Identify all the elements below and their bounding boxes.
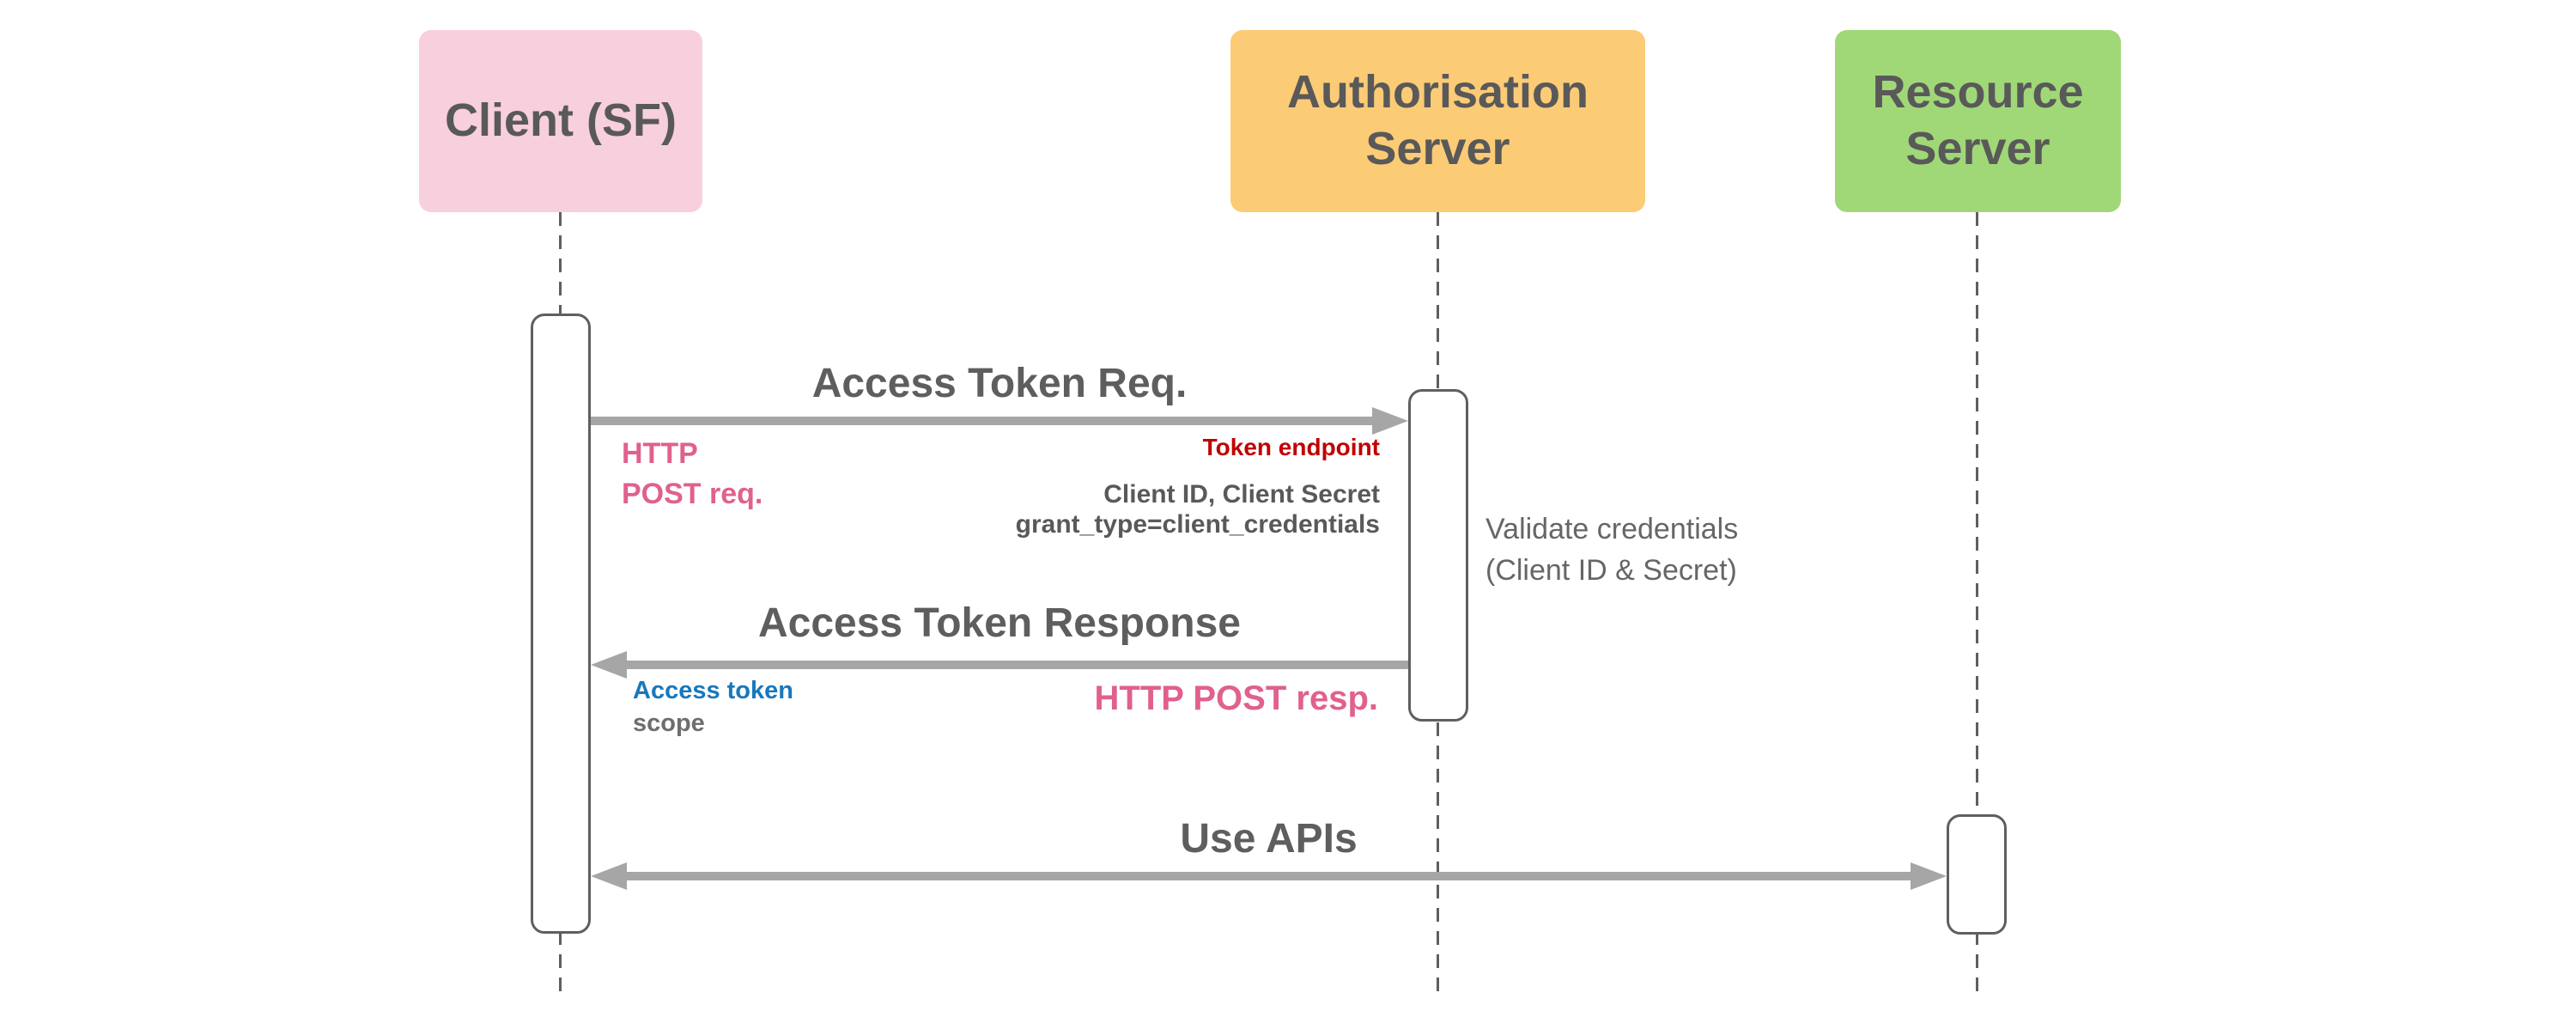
note-http-post-resp: HTTP POST resp.	[1094, 679, 1378, 717]
arrow-access-token-req	[591, 417, 1374, 425]
activation-bar-client	[531, 314, 591, 934]
note-client-credentials: Client ID, Client Secret grant_type=clie…	[1015, 480, 1380, 539]
arrowhead-right-icon	[1372, 407, 1408, 435]
arrowhead-left-icon	[591, 862, 627, 890]
actor-box-authorisation-server: Authorisation Server	[1230, 30, 1645, 212]
arrow-use-apis	[623, 872, 1912, 880]
actor-box-resource-server: Resource Server	[1835, 30, 2121, 212]
note-scope: scope	[633, 710, 705, 737]
activation-bar-authorisation-server	[1408, 389, 1468, 722]
activation-bar-resource-server	[1947, 814, 2007, 935]
note-access-token: Access token	[633, 677, 793, 704]
message-label-access-token-req: Access Token Req.	[811, 361, 1188, 406]
lifeline-resource-server	[1976, 212, 1978, 995]
arrowhead-right-icon	[1911, 862, 1947, 890]
message-label-use-apis: Use APIs	[1180, 816, 1358, 862]
note-validate-credentials: Validate credentials (Client ID & Secret…	[1485, 513, 1739, 587]
arrowhead-left-icon	[591, 651, 627, 679]
note-token-endpoint: Token endpoint	[1202, 434, 1380, 460]
note-http-post-req: HTTP POST req.	[622, 437, 763, 510]
actor-box-client: Client (SF)	[419, 30, 702, 212]
message-label-access-token-response: Access Token Response	[757, 600, 1241, 646]
arrow-access-token-response	[623, 661, 1408, 669]
